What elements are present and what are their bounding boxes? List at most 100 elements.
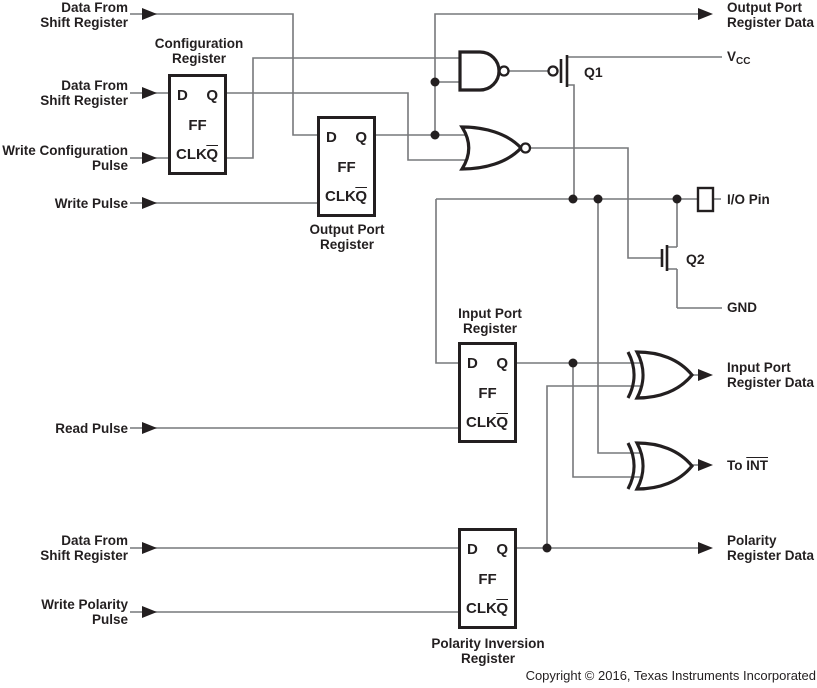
caption-line: Register: [462, 321, 518, 336]
junction-dot: [672, 194, 682, 204]
io-pin-symbol: [696, 186, 715, 213]
vcc-text: V: [727, 49, 737, 64]
wire-polarity-q-to-xor1: [546, 385, 640, 548]
xor2-gate: [634, 441, 695, 491]
gnd-text: GND: [727, 300, 757, 315]
input-label-write-configuration-pulse: Write Configuration Pulse: [0, 143, 128, 173]
junction-dot: [430, 130, 440, 140]
int-overline: INT: [746, 458, 768, 473]
junction-dot: [593, 194, 603, 204]
output-label-to-int: To INT: [727, 458, 817, 473]
wire-data1-to-output-ff-d: [130, 13, 317, 136]
caption-input-port-register: Input Port Register: [420, 306, 560, 336]
label-line: Register Data: [727, 15, 815, 30]
pin-d: D: [467, 355, 478, 372]
caption-line: Input Port: [458, 306, 522, 321]
pin-d: D: [177, 87, 188, 104]
label-line: Read Pulse: [55, 421, 128, 436]
nand-gate: [458, 50, 501, 92]
pin-q: Q: [355, 129, 367, 146]
label-line: Register Data: [727, 548, 815, 563]
arrowheads: [142, 8, 713, 618]
arrow-write-pulse: [142, 197, 157, 209]
pin-clk: CLK: [325, 188, 356, 205]
label-line: Output Port: [727, 0, 802, 15]
input-label-data-from-shift-register-3: Data From Shift Register: [0, 533, 128, 563]
label-line: Data From: [61, 533, 128, 548]
q1-gate-bubble: [547, 65, 559, 77]
label-line: Write Pulse: [54, 196, 128, 211]
label-line: Data From: [61, 0, 128, 15]
pin-q: Q: [206, 87, 218, 104]
xor1-gate: [634, 350, 695, 400]
pin-d: D: [467, 541, 478, 558]
nor-gate: [459, 125, 524, 171]
transistor-label-q2: Q2: [686, 251, 705, 267]
label-line: Data From: [61, 78, 128, 93]
wire-io-to-input-ff-d: [435, 199, 458, 364]
pin-ff: FF: [478, 385, 497, 402]
transistor-symbols: [559, 55, 669, 271]
pin-d: D: [326, 129, 337, 146]
input-port-register-ff: D Q FF CLK Q: [458, 342, 517, 443]
arrow-iprd: [698, 369, 713, 381]
xor2-input-arc: [626, 442, 636, 490]
to-int-prefix: To: [727, 458, 747, 473]
rail-label-gnd: GND: [727, 300, 817, 315]
caption-line: Configuration: [154, 36, 244, 51]
pin-ff: FF: [188, 117, 207, 134]
polarity-inversion-register-ff: D Q FF CLK Q: [458, 528, 517, 629]
output-port-register-ff: D Q FF CLK Q: [317, 116, 376, 217]
caption-line: Register: [460, 651, 516, 666]
nand-output-bubble: [498, 65, 510, 77]
pin-q-bar: Q: [355, 188, 367, 205]
pin-clk: CLK: [466, 600, 497, 617]
caption-line: Polarity Inversion: [431, 636, 545, 651]
junction-dot: [542, 543, 552, 553]
label-line: Write Configuration: [2, 143, 128, 158]
wire-q1-drain-down: [567, 84, 575, 199]
label-line: Register Data: [727, 375, 815, 390]
label-line: Polarity: [727, 533, 777, 548]
configuration-register-ff: D Q FF CLK Q: [168, 74, 227, 175]
inversion-bubbles: [498, 65, 559, 154]
input-label-data-from-shift-register-2: Data From Shift Register: [0, 78, 128, 108]
wire-nor-out-to-q2-gate: [530, 147, 661, 259]
pin-q: Q: [496, 355, 508, 372]
label-line: Shift Register: [40, 15, 128, 30]
pin-ff: FF: [337, 159, 356, 176]
caption-polarity-inversion-register: Polarity Inversion Register: [413, 636, 563, 666]
junction-dot: [568, 358, 578, 368]
arrow-oprd: [698, 8, 713, 20]
pin-q: Q: [496, 541, 508, 558]
input-label-write-pulse: Write Pulse: [0, 196, 128, 211]
arrow-data2: [142, 87, 157, 99]
arrow-read-pulse: [142, 422, 157, 434]
wire-config-q-to-nor: [227, 92, 470, 161]
arrow-write-config: [142, 152, 157, 164]
copyright-notice: Copyright © 2016, Texas Instruments Inco…: [525, 668, 816, 683]
wires: [130, 13, 722, 613]
pin-clk: CLK: [466, 414, 497, 431]
junction-dot: [568, 194, 578, 204]
vcc-subscript: CC: [736, 56, 751, 67]
pin-ff: FF: [478, 571, 497, 588]
wire-io-to-xor2: [597, 199, 640, 454]
output-label-input-port-register-data: Input Port Register Data: [727, 360, 817, 390]
caption-line: Output Port: [309, 222, 385, 237]
logic-gates: [458, 50, 695, 491]
arrow-write-polarity: [142, 606, 157, 618]
caption-line: Register: [319, 237, 375, 252]
arrow-prd: [698, 542, 713, 554]
label-line: Pulse: [91, 158, 128, 173]
xor1-input-arc: [626, 351, 636, 399]
arrow-data1: [142, 8, 157, 20]
arrow-data3: [142, 542, 157, 554]
wire-output-q-to-oprd: [434, 13, 710, 135]
wire-config-qbar-to-nand: [227, 57, 465, 159]
io-pin-text: I/O Pin: [727, 192, 770, 207]
caption-configuration-register: Configuration Register: [129, 36, 269, 66]
nor-output-bubble: [519, 142, 532, 154]
